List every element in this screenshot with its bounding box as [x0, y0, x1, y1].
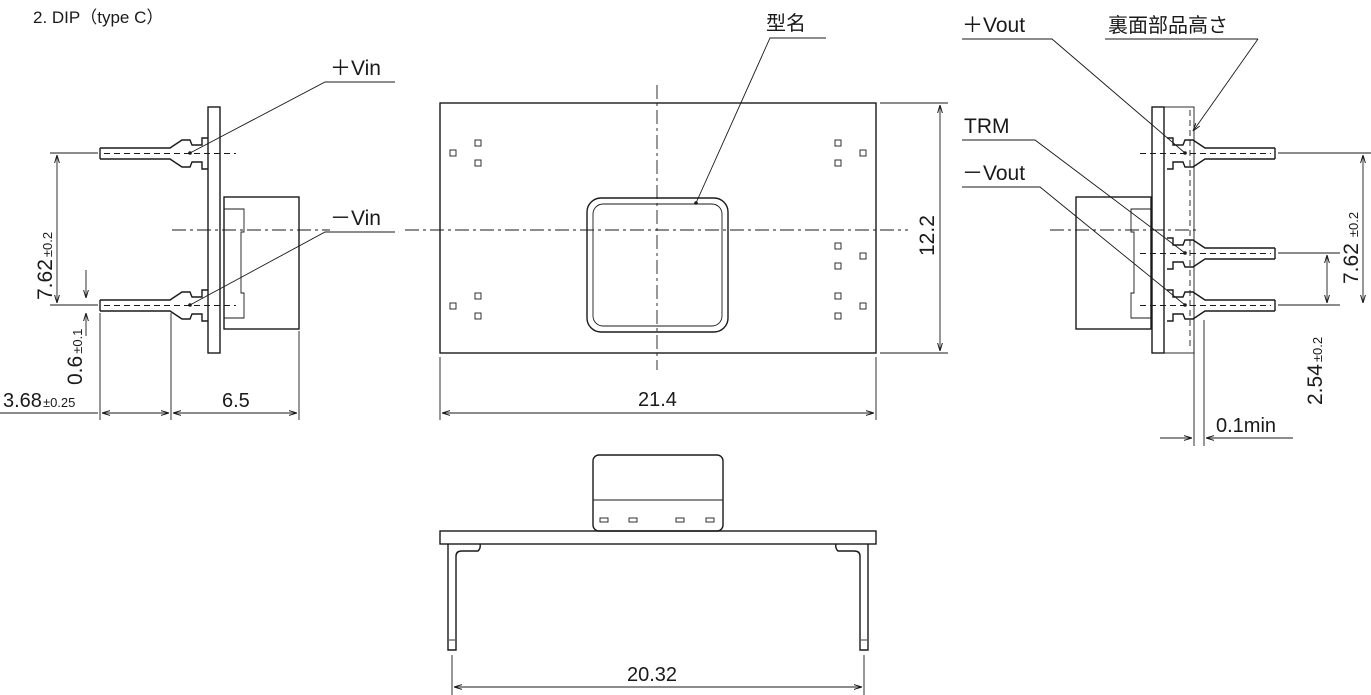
dim-pin-diameter: 0.6±0.1 [64, 329, 87, 385]
dim-width: 21.4 [638, 389, 677, 411]
dim-pin-length: 3.68±0.25 [3, 390, 75, 412]
front-pcb [439, 530, 877, 545]
label-vin-minus: －Vin [330, 207, 381, 230]
right-component-block [1075, 196, 1152, 330]
dim-left-pitch: 7.62±0.2 [34, 232, 57, 300]
left-side-view: ＋Vin －Vin 7.62±0.2 0.6±0.1 3.68±0.25 6.5 [0, 57, 395, 420]
label-model-name: 型名 [766, 12, 806, 35]
dim-height: 12.2 [916, 215, 939, 256]
dim-pin-span: 20.32 [627, 664, 677, 686]
top-pads [449, 139, 867, 320]
left-pin-vin-minus [99, 289, 236, 322]
label-vout-plus: ＋Vout [962, 14, 1025, 37]
label-back-height: 裏面部品高さ [1108, 14, 1228, 37]
right-pin-vout-minus [1140, 289, 1276, 322]
dim-standoff: 0.1min [1216, 415, 1276, 437]
dim-body-depth: 6.5 [222, 390, 250, 412]
label-window-inner [592, 203, 723, 327]
front-view: 20.32 [439, 454, 877, 695]
right-side-view: ＋Vout 裏面部品高さ TRM －Vout 7.62±0.2 2.54±0.2… [962, 14, 1371, 446]
right-pin-vout-plus [1140, 137, 1276, 170]
left-pin-vin-plus [99, 137, 236, 170]
left-component-block [223, 196, 300, 330]
top-view: 型名 12.2 21.4 [405, 12, 948, 420]
top-outline [439, 102, 877, 354]
label-window-outer [586, 197, 729, 333]
dim-right-pitch: 7.62±0.2 [1340, 212, 1363, 284]
label-vin-plus: ＋Vin [330, 57, 381, 80]
right-pin-trm [1140, 237, 1276, 270]
label-trm: TRM [964, 115, 1010, 138]
front-component-top [592, 454, 724, 532]
dim-trm-pitch: 2.54±0.2 [1304, 337, 1327, 405]
drawing-title: 2. DIP（type C） [33, 8, 163, 27]
label-vout-minus: －Vout [962, 162, 1025, 185]
